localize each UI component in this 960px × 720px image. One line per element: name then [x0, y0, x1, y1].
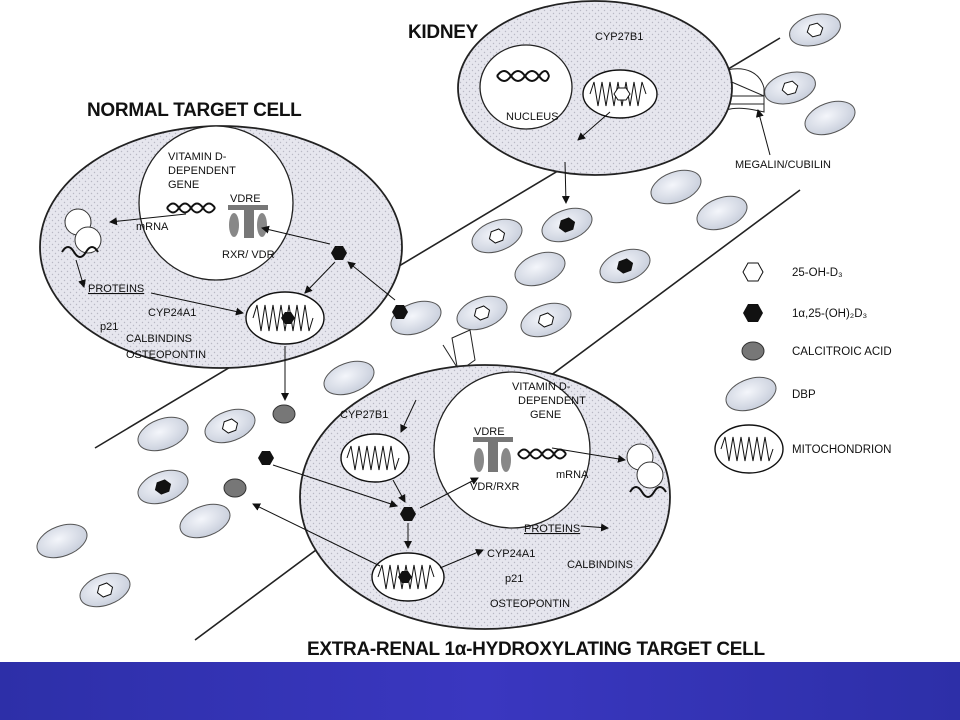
legend-mitochondrion-icon	[714, 424, 784, 474]
label-extra-cyp27b1: CYP27B1	[340, 409, 388, 421]
extra-mitochondrion-top	[340, 433, 410, 483]
legend-mitochondrion-label: MITOCHONDRION	[792, 444, 891, 456]
label-normal-gene-2: DEPENDENT	[168, 165, 236, 177]
normal-ribosome	[61, 208, 102, 258]
extra-nucleus	[433, 371, 591, 529]
extra-renal-cell	[299, 364, 671, 630]
label-extra-osteopontin: OSTEOPONTIN	[490, 598, 570, 610]
slide-footer-bar	[0, 662, 960, 720]
legend-dbp-icon	[725, 376, 777, 412]
label-extra-calbindins: CALBINDINS	[567, 559, 633, 571]
label-kidney-nucleus: NUCLEUS	[506, 111, 559, 123]
kidney-cell	[457, 0, 733, 176]
dbp-particles	[36, 13, 856, 608]
label-extra-proteins: PROTEINS	[524, 523, 580, 535]
legend-25ohd3-label: 25-OH-D₃	[792, 267, 843, 279]
title-kidney: KIDNEY	[408, 22, 479, 43]
normal-nucleus	[138, 125, 294, 281]
extra-receptor-complex	[473, 437, 513, 472]
kidney-mitochondrion	[582, 69, 658, 119]
label-normal-gene-1: VITAMIN D-	[168, 151, 227, 163]
normal-dna-helix	[166, 202, 216, 214]
extra-cell-receptor	[442, 329, 476, 373]
label-normal-p21: p21	[100, 321, 118, 333]
legend-calcitriol-icon	[743, 304, 763, 322]
label-extra-cyp24a1: CYP24A1	[487, 548, 535, 560]
label-normal-rxr-vdr: RXR/ VDR	[222, 249, 275, 261]
extra-dna-helix	[517, 448, 567, 460]
label-normal-osteopontin: OSTEOPONTIN	[126, 349, 206, 361]
extra-mitochondrion-bottom	[371, 552, 445, 602]
extra-ribosome	[626, 443, 667, 498]
normal-receptor-complex	[228, 205, 268, 238]
legend-calcitroic-acid-label: CALCITROIC ACID	[792, 346, 892, 358]
legend: 25-OH-D₃ 1α,25-(OH)₂D₃ CALCITROIC ACID D…	[714, 262, 892, 474]
label-extra-p21: p21	[505, 573, 523, 585]
label-extra-gene-3: GENE	[530, 409, 561, 421]
title-normal-target-cell: NORMAL TARGET CELL	[87, 100, 302, 121]
legend-calcitriol-label: 1α,25-(OH)₂D₃	[792, 308, 868, 320]
label-normal-cyp24a1: CYP24A1	[148, 307, 196, 319]
vitamin-d-metabolism-diagram: KIDNEY NORMAL TARGET CELL EXTRA-RENAL 1α…	[36, 0, 892, 660]
label-megalin-cubilin: MEGALIN/CUBILIN	[735, 159, 831, 171]
legend-25ohd3-icon	[742, 262, 764, 282]
title-extra-renal-cell: EXTRA-RENAL 1α-HYDROXYLATING TARGET CELL	[307, 639, 765, 660]
legend-dbp-label: DBP	[792, 389, 816, 401]
label-normal-calbindins: CALBINDINS	[126, 333, 192, 345]
label-kidney-cyp27b1: CYP27B1	[595, 31, 643, 43]
label-normal-vdre: VDRE	[230, 193, 261, 205]
label-normal-proteins: PROTEINS	[88, 283, 144, 295]
label-extra-vdre: VDRE	[474, 426, 505, 438]
legend-calcitroic-acid-icon	[741, 341, 765, 361]
label-extra-mrna: mRNA	[556, 469, 589, 481]
normal-target-cell	[39, 125, 403, 369]
label-normal-mrna: mRNA	[136, 221, 169, 233]
pathway-arrows	[75, 109, 771, 569]
label-normal-gene-3: GENE	[168, 179, 199, 191]
label-extra-vdr-rxr: VDR/RXR	[470, 481, 520, 493]
normal-mitochondrion	[245, 291, 325, 345]
label-extra-gene-1: VITAMIN D-	[512, 381, 571, 393]
kidney-nucleus	[479, 44, 573, 130]
label-extra-gene-2: DEPENDENT	[518, 395, 586, 407]
